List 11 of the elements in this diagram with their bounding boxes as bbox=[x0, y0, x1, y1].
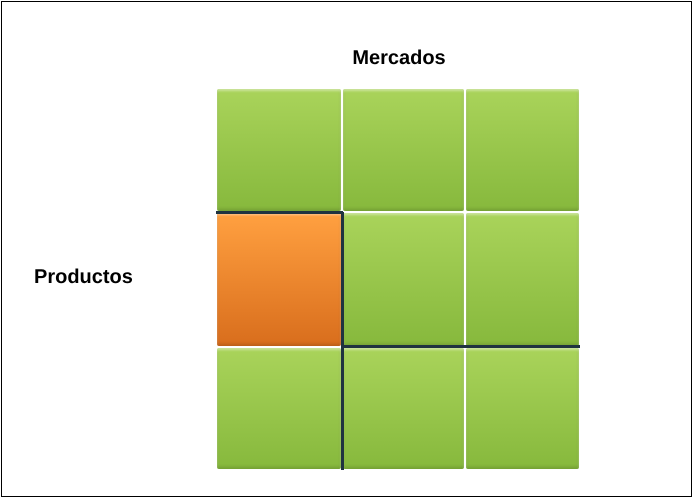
matrix-cell bbox=[466, 348, 579, 469]
matrix-cell bbox=[466, 213, 579, 346]
axis-title: Productos bbox=[34, 266, 133, 289]
matrix-cell bbox=[217, 89, 341, 211]
matrix-cell bbox=[343, 348, 464, 469]
matrix-cell bbox=[217, 213, 341, 346]
axis-title: Mercados bbox=[352, 47, 446, 70]
matrix-cell bbox=[217, 348, 341, 469]
matrix-cell bbox=[466, 89, 579, 211]
matrix-cell bbox=[343, 213, 464, 346]
matrix-cell bbox=[343, 89, 464, 211]
